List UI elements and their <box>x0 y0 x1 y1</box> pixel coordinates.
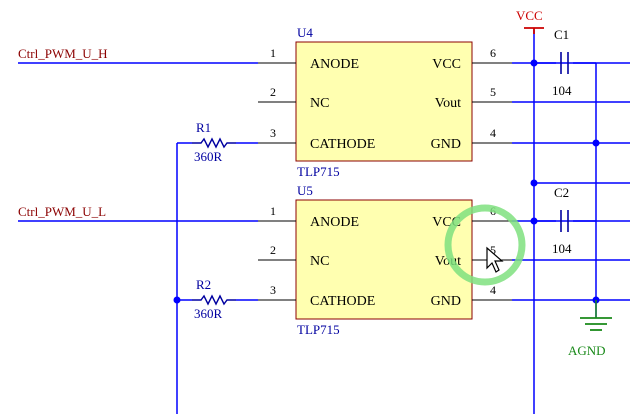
cursor-highlight-ring <box>444 204 526 286</box>
u5-pin3-number: 3 <box>270 283 276 297</box>
c1-designator: C1 <box>554 27 569 42</box>
u5-pin-name-anode: ANODE <box>310 215 359 230</box>
agnd-ground-port[interactable]: AGND <box>568 300 612 358</box>
u5-pin2-number: 2 <box>270 243 276 257</box>
u5-pin5-number: 5 <box>490 243 496 257</box>
r2-designator: R2 <box>196 277 211 292</box>
c2-designator: C2 <box>554 185 569 200</box>
u4-pin6-number: 6 <box>490 46 496 60</box>
u5-pin4-number: 4 <box>490 283 496 297</box>
r1-resistor[interactable]: R1 360R <box>192 120 236 164</box>
resistor-zigzag-icon <box>192 137 236 149</box>
resistor-zigzag-icon <box>192 294 236 306</box>
u4-pin4-number: 4 <box>490 126 496 140</box>
u4-pin-name-vcc: VCC <box>432 57 461 72</box>
u4-pin-name-nc: NC <box>310 96 329 111</box>
agnd-label: AGND <box>568 343 606 358</box>
u5-pin-name-gnd: GND <box>431 294 461 309</box>
u4-pin-name-cathode: CATHODE <box>310 137 375 152</box>
u4-pin2-number: 2 <box>270 85 276 99</box>
u4-pin-name-gnd: GND <box>431 137 461 152</box>
u5-pin1-number: 1 <box>270 204 276 218</box>
junction-dots <box>173 59 600 304</box>
r1-value: 360R <box>194 149 223 164</box>
c1-value: 104 <box>552 83 572 98</box>
u4-pin5-number: 5 <box>490 85 496 99</box>
vcc-label: VCC <box>516 8 543 23</box>
ground-symbol-icon <box>580 317 612 331</box>
u5-optocoupler[interactable]: U5 1 2 3 6 5 4 ANODE NC CATHODE VCC Vout… <box>258 183 512 337</box>
r2-resistor[interactable]: R2 360R <box>192 277 236 321</box>
r2-value: 360R <box>194 306 223 321</box>
u5-body <box>295 199 473 320</box>
mouse-pointer-icon <box>486 246 504 273</box>
c2-value: 104 <box>552 241 572 256</box>
u5-pin-name-nc: NC <box>310 254 329 269</box>
u4-pin-name-vout: Vout <box>435 96 461 111</box>
capacitor-plates-icon <box>560 52 569 74</box>
c2-capacitor[interactable]: C2 104 <box>552 185 572 256</box>
vcc-power-port[interactable]: VCC <box>516 8 544 34</box>
u4-optocoupler[interactable]: U4 1 2 3 6 5 4 ANODE NC CATHODE VCC Vout… <box>258 25 512 179</box>
u4-pin3-number: 3 <box>270 126 276 140</box>
net-label-pwm-low[interactable]: Ctrl_PWM_U_L <box>18 204 106 219</box>
u4-pin1-number: 1 <box>270 46 276 60</box>
net-label-pwm-high[interactable]: Ctrl_PWM_U_H <box>18 46 108 61</box>
capacitor-plates-icon <box>560 210 569 232</box>
u5-pin-name-cathode: CATHODE <box>310 294 375 309</box>
u4-part-number: TLP715 <box>297 164 340 179</box>
u4-designator: U4 <box>297 25 313 40</box>
u4-body <box>295 41 473 162</box>
u4-pins <box>258 62 512 144</box>
u5-part-number: TLP715 <box>297 322 340 337</box>
c1-capacitor[interactable]: C1 104 <box>552 27 572 98</box>
u5-designator: U5 <box>297 183 313 198</box>
r1-designator: R1 <box>196 120 211 135</box>
u4-pin-name-anode: ANODE <box>310 57 359 72</box>
